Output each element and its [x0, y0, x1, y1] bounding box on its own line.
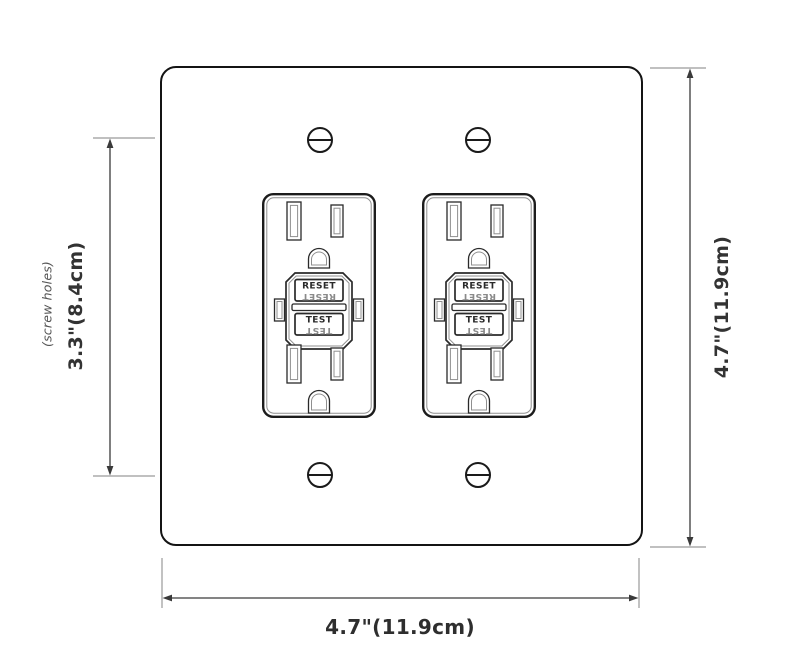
- arrowhead-left-icon: [162, 594, 172, 602]
- side-vent-slot-inner-line: [276, 301, 283, 319]
- prong-slot-inner-line: [449, 347, 459, 381]
- prong-slot-neutral-bottom: [286, 344, 302, 384]
- plate-height-label: 4.7"(11.9cm): [711, 235, 733, 379]
- test-button: [294, 312, 344, 336]
- reset-button-label: RESET: [462, 282, 496, 292]
- button-divider: [291, 303, 347, 312]
- prong-slot-inner-line: [333, 350, 341, 378]
- screw-distance-dimension: [93, 137, 155, 477]
- arrowhead-up-icon: [106, 138, 114, 148]
- arrowhead-right-icon: [629, 594, 639, 602]
- prong-slot-hot-top: [330, 204, 344, 238]
- prong-slot-inner-line: [289, 204, 299, 238]
- side-vent-slot-inner-line: [355, 301, 362, 319]
- prong-slot-neutral-bottom: [446, 344, 462, 384]
- prong-slot-hot-bottom: [490, 347, 504, 381]
- test-button-label: TEST: [306, 316, 333, 326]
- plate-screw-top-right: [465, 127, 491, 153]
- button-bezel-inner-line: [448, 275, 510, 347]
- ground-hole-inner-line: [471, 251, 487, 266]
- side-vent-slot-inner-line: [515, 301, 522, 319]
- prong-slot-inner-line: [289, 347, 299, 381]
- ground-hole-inner-line: [471, 393, 487, 411]
- button-bezel-inner-line: [288, 275, 350, 347]
- screw-holes-note: (screw holes): [39, 260, 55, 348]
- prong-slot-inner-line: [333, 207, 341, 235]
- plate-height-dimension: [650, 67, 706, 548]
- screw-distance-label: 3.3"(8.4cm): [65, 241, 87, 371]
- arrowhead-down-icon: [106, 466, 114, 476]
- ground-hole-inner-line: [311, 251, 327, 266]
- reset-button: [454, 278, 504, 302]
- button-divider: [451, 303, 507, 312]
- test-button-label: TEST: [466, 316, 493, 326]
- test-button-label-mirrored: TEST: [465, 325, 492, 335]
- wall-plate: [160, 66, 643, 546]
- reset-button-label: RESET: [302, 282, 336, 292]
- side-vent-slot-right: [352, 298, 365, 322]
- prong-slot-neutral-top: [286, 201, 302, 241]
- reset-button-label-mirrored: RESET: [462, 291, 496, 301]
- prong-slot-inner-line: [449, 204, 459, 238]
- prong-slot-hot-bottom: [330, 347, 344, 381]
- reset-button: [294, 278, 344, 302]
- screw-slot: [309, 474, 331, 476]
- gfci-outlet-right: RESET RESET TEST TEST: [422, 193, 536, 418]
- plate-screw-bottom-left: [307, 462, 333, 488]
- ground-hole-inner-line: [311, 393, 327, 411]
- prong-slot-inner-line: [493, 350, 501, 378]
- prong-slot-neutral-top: [446, 201, 462, 241]
- arrowhead-up-icon: [686, 68, 694, 78]
- plate-screw-top-left: [307, 127, 333, 153]
- reset-button-label-mirrored: RESET: [302, 291, 336, 301]
- arrowhead-down-icon: [686, 537, 694, 547]
- prong-slot-hot-top: [490, 204, 504, 238]
- ground-hole-top: [467, 247, 491, 269]
- plate-screw-bottom-right: [465, 462, 491, 488]
- side-vent-slot-left: [273, 298, 286, 322]
- plate-width-dimension: [161, 558, 640, 608]
- ground-hole-top: [307, 247, 331, 269]
- gfci-outlet-left: RESET RESET TEST TEST: [262, 193, 376, 418]
- screw-slot: [467, 139, 489, 141]
- side-vent-slot-left: [433, 298, 446, 322]
- plate-width-label: 4.7"(11.9cm): [325, 615, 475, 639]
- screw-slot: [309, 139, 331, 141]
- side-vent-slot-inner-line: [436, 301, 443, 319]
- side-vent-slot-right: [512, 298, 525, 322]
- test-button-label-mirrored: TEST: [305, 325, 332, 335]
- screw-slot: [467, 474, 489, 476]
- test-button: [454, 312, 504, 336]
- prong-slot-inner-line: [493, 207, 501, 235]
